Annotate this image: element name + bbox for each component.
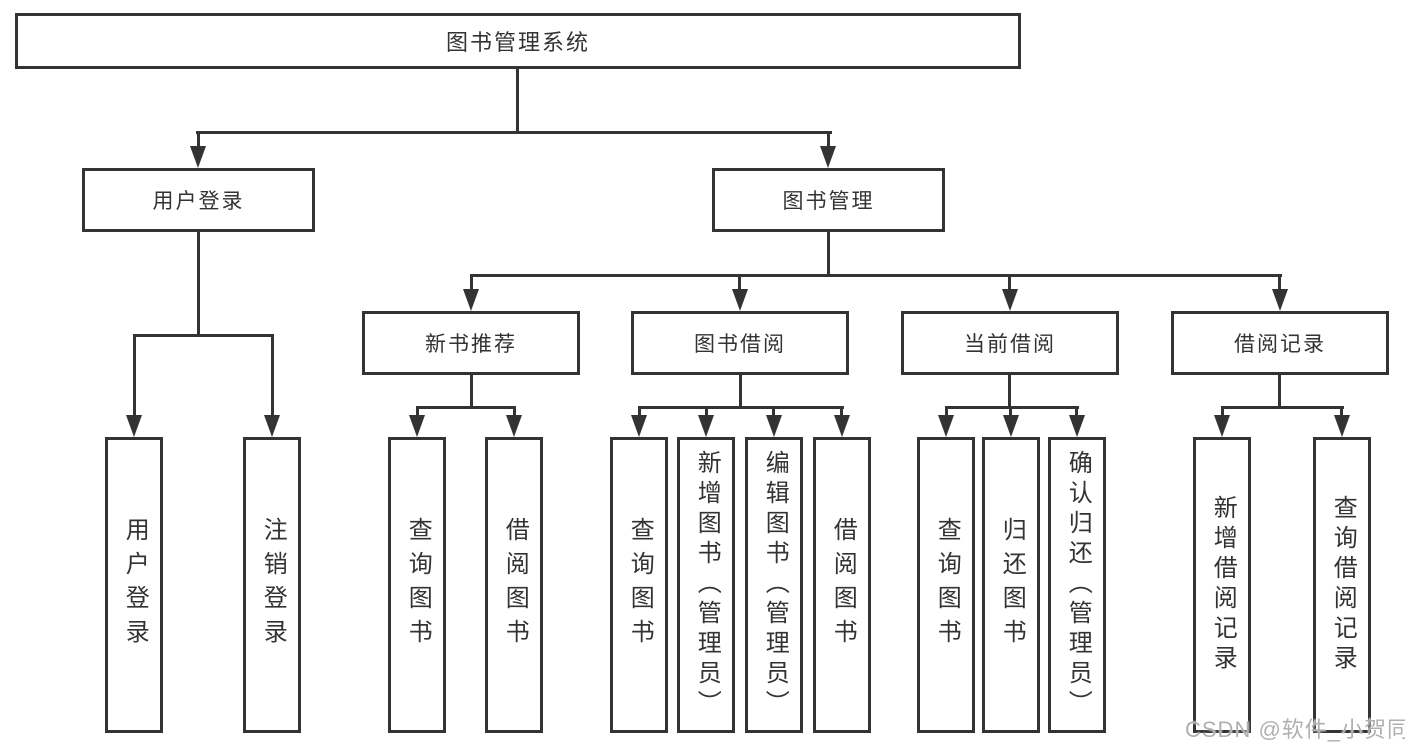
edge-arrowhead <box>1334 415 1350 437</box>
node-label: 当前借阅 <box>964 333 1056 356</box>
edge-arrowhead <box>264 415 280 437</box>
edge-arrowhead <box>766 415 782 437</box>
edge-line <box>470 274 1282 277</box>
edge-line <box>945 406 948 418</box>
edge-line <box>638 406 641 418</box>
leaf-borrow-books-recommend: 借阅图书 <box>485 437 543 733</box>
edge-arrowhead <box>1069 415 1085 437</box>
node-library-management-system: 图书管理系统 <box>15 13 1021 69</box>
edge-arrowhead <box>1272 289 1288 311</box>
edge-line <box>133 334 136 417</box>
leaf-query-books-current: 查询图书 <box>917 437 975 733</box>
leaf-user-login: 用户登录 <box>105 437 163 733</box>
edge-line <box>1221 406 1344 409</box>
node-book-management: 图书管理 <box>712 168 945 232</box>
node-user-login: 用户登录 <box>82 168 315 232</box>
edge-line <box>1221 406 1224 418</box>
edge-line <box>1278 375 1281 409</box>
leaf-add-book-admin: 新增图书（管理员） <box>677 437 735 733</box>
node-label: 查询借阅记录 <box>1329 495 1357 675</box>
edge-arrowhead <box>409 415 425 437</box>
edge-line <box>1008 274 1011 291</box>
node-label: 图书借阅 <box>694 333 786 356</box>
leaf-confirm-return-admin: 确认归还（管理员） <box>1048 437 1106 733</box>
leaf-logout: 注销登录 <box>243 437 301 733</box>
node-label: 用户登录 <box>121 517 149 653</box>
edge-arrowhead <box>463 289 479 311</box>
edge-arrowhead <box>1003 415 1019 437</box>
edge-line <box>840 406 843 418</box>
node-label: 查询图书 <box>404 517 432 653</box>
node-current-borrowing: 当前借阅 <box>901 311 1119 375</box>
edge-arrowhead <box>1214 415 1230 437</box>
edge-line <box>1278 274 1281 291</box>
edge-arrowhead <box>698 415 714 437</box>
edge-line <box>1075 406 1078 418</box>
edge-line <box>827 131 830 149</box>
leaf-query-books-recommend: 查询图书 <box>388 437 446 733</box>
node-book-borrowing: 图书借阅 <box>631 311 849 375</box>
edge-line <box>513 406 516 418</box>
node-label: 图书管理 <box>782 190 875 213</box>
leaf-return-books: 归还图书 <box>982 437 1040 733</box>
node-label: 查询图书 <box>933 517 961 653</box>
leaf-query-books-borrowing: 查询图书 <box>610 437 668 733</box>
leaf-add-borrow-record: 新增借阅记录 <box>1193 437 1251 733</box>
edge-line <box>705 406 708 418</box>
edge-line <box>470 375 473 409</box>
edge-line <box>196 131 832 134</box>
node-label: 借阅记录 <box>1234 333 1326 356</box>
edge-line <box>945 406 1079 409</box>
node-borrowing-records: 借阅记录 <box>1171 311 1389 375</box>
edge-arrowhead <box>126 415 142 437</box>
edge-arrowhead <box>732 289 748 311</box>
edge-line <box>1009 406 1012 418</box>
edge-arrowhead <box>834 415 850 437</box>
node-label: 新书推荐 <box>425 333 517 356</box>
edge-line <box>470 274 473 291</box>
edge-line <box>416 406 516 409</box>
leaf-borrow-books-borrowing: 借阅图书 <box>813 437 871 733</box>
edge-arrowhead <box>506 415 522 437</box>
node-label: 确认归还（管理员） <box>1064 450 1092 720</box>
edge-line <box>1340 406 1343 418</box>
edge-line <box>738 274 741 291</box>
node-label: 用户登录 <box>152 190 245 213</box>
edge-line <box>827 232 830 277</box>
edge-line <box>772 406 775 418</box>
node-label: 注销登录 <box>259 517 287 653</box>
node-label: 借阅图书 <box>829 517 857 653</box>
edge-line <box>638 406 844 409</box>
leaf-edit-book-admin: 编辑图书（管理员） <box>745 437 803 733</box>
edge-arrowhead <box>1002 289 1018 311</box>
edge-line <box>197 232 200 336</box>
edge-arrowhead <box>938 415 954 437</box>
watermark: CSDN @软件_小贺同学 <box>1185 717 1405 742</box>
node-label: 归还图书 <box>998 517 1026 653</box>
edge-line <box>197 131 200 149</box>
node-new-book-recommend: 新书推荐 <box>362 311 580 375</box>
edge-line <box>416 406 419 418</box>
leaf-query-borrow-record: 查询借阅记录 <box>1313 437 1371 733</box>
node-label: 图书管理系统 <box>445 30 590 55</box>
node-label: 编辑图书（管理员） <box>761 450 789 720</box>
edge-line <box>1008 375 1011 409</box>
node-label: 新增图书（管理员） <box>693 450 721 720</box>
edge-arrowhead <box>190 146 206 168</box>
edge-line <box>133 334 273 337</box>
edge-line <box>739 375 742 409</box>
edge-arrowhead <box>631 415 647 437</box>
edge-line <box>516 69 519 133</box>
node-label: 借阅图书 <box>501 517 529 653</box>
node-label: 新增借阅记录 <box>1209 495 1237 675</box>
edge-arrowhead <box>820 146 836 168</box>
node-label: 查询图书 <box>626 517 654 653</box>
edge-line <box>271 334 274 417</box>
